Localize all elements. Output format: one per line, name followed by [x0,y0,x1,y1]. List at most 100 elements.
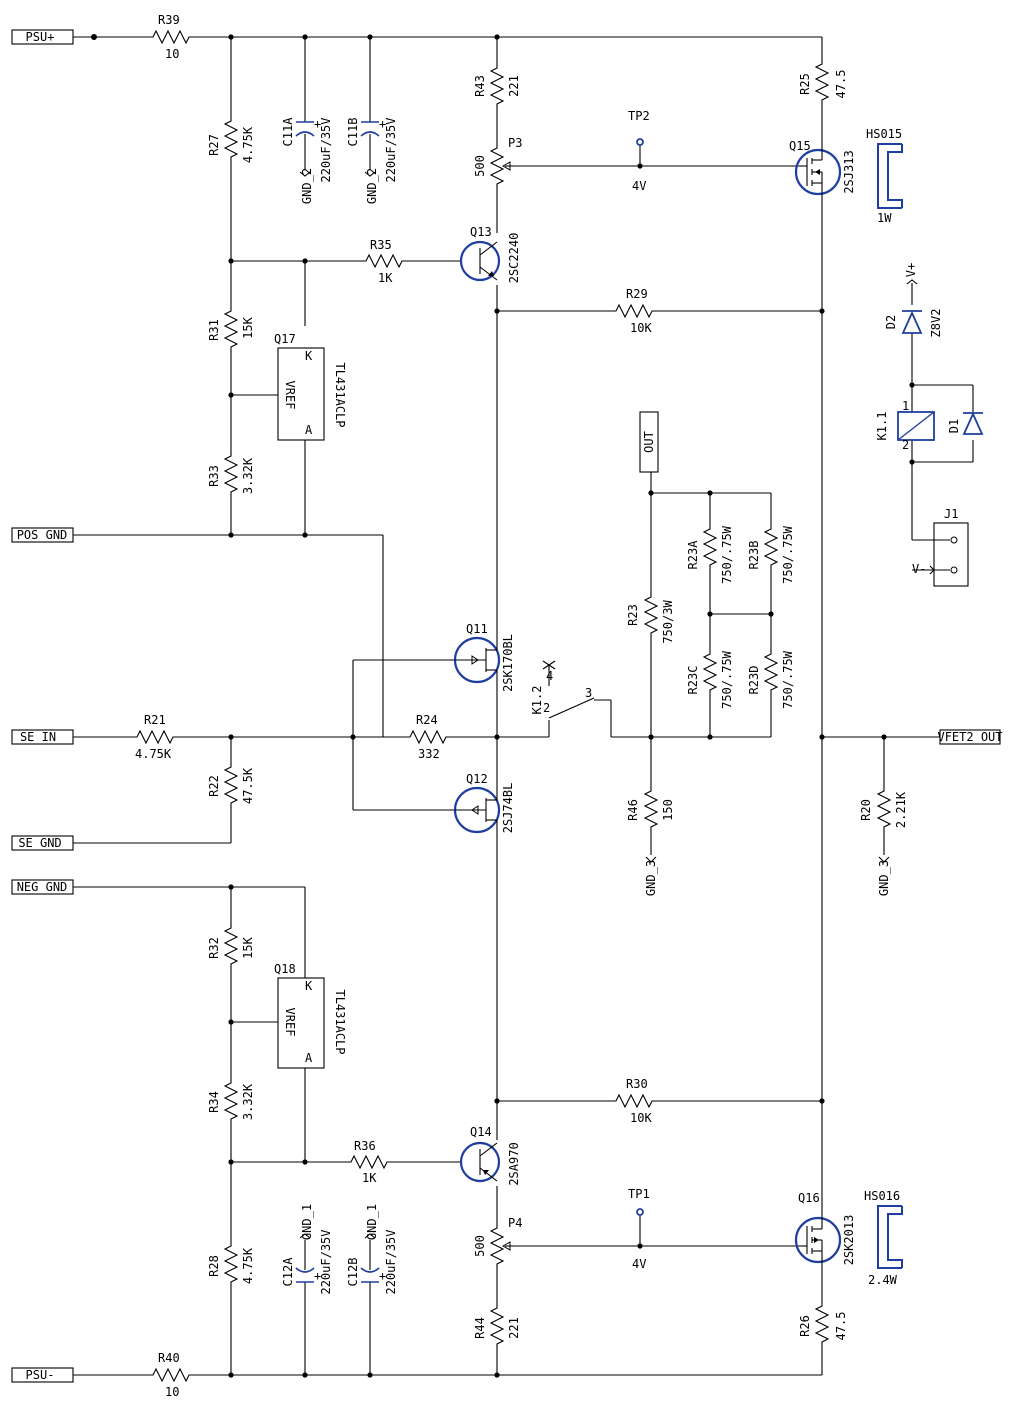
resistor-ref: R28 [207,1255,221,1277]
resistor-ref: R39 [158,13,180,27]
junction-dots [91,34,915,1378]
resistor-value: 1K [362,1171,377,1185]
gnd-label: GND_1 [365,1204,379,1240]
vplus-net: V+ [904,263,918,277]
transistor-q16: Q16 2SK2013 [794,1191,856,1266]
transistor-part: 2SC2240 [507,233,521,284]
testpoint-tp1: TP1 4V [628,1187,650,1271]
resistor-r29: R29 10K [609,287,659,335]
resistor-ref: R29 [626,287,648,301]
pot-ref: P4 [508,1216,522,1230]
testpoint-ref: TP1 [628,1187,650,1201]
resistor-value: 750/.75W [720,525,734,584]
transistor-part: 2SJ313 [842,150,856,193]
resistor-r23c: R23C 750/.75W [686,647,734,709]
resistor-value: 15K [241,936,255,958]
heatsink-ref: HS015 [866,127,902,141]
resistor-r43: R43 221 [473,61,521,111]
relay-pin: 3 [585,686,592,700]
resistor-r27: R27 4.75K [207,114,255,164]
pot-p3: P3 500 [473,136,522,191]
heatsink-rating: 1W [877,211,892,225]
gnd-label: GND_3 [877,860,891,896]
port-vfet2-out: VFET2 OUT [937,729,1003,745]
resistor-ref: R36 [354,1139,376,1153]
resistor-value: 750/.75W [720,650,734,709]
polarity-mark: + [379,1269,386,1283]
capacitor-value: 220uF/35V [384,117,398,182]
transistor-ref: Q11 [466,622,488,636]
pin-k: K [305,349,313,363]
transistor-q13: Q13 2SC2240 [459,225,521,284]
port-out: OUT [639,411,659,473]
resistor-value: 332 [418,747,440,761]
pin-k: K [305,979,313,993]
relay-contact-k12: 2 3 4 K1.2 [530,660,611,719]
resistor-value: 4.75K [241,126,255,163]
resistor-value: 221 [507,1317,521,1339]
coil-ref: K1.1 [875,412,889,441]
resistor-ref: R30 [626,1077,648,1091]
resistor-r32: R32 15K [207,921,255,971]
resistor-r23d: R23D 750/.75W [747,647,795,709]
capacitor-c12b: + C12B 220uF/35V GND_1 [346,1204,398,1295]
port-pos-gnd: POS GND [11,527,74,543]
resistor-value: 47.5 [834,1312,848,1341]
polarity-mark: + [314,117,321,131]
transistor-ref: Q14 [470,1125,492,1139]
port-label: PSU+ [26,30,55,44]
heatsink-ref: HS016 [864,1189,900,1203]
connector-j1: J1 V- [912,507,969,587]
transistor-part: 2SJ74BL [501,783,515,834]
transistor-ref: Q12 [466,772,488,786]
resistor-ref: R43 [473,75,487,97]
resistor-value: 15K [241,316,255,338]
resistor-ref: R24 [416,713,438,727]
polarity-mark: + [314,1269,321,1283]
resistor-r31: R31 15K [207,304,255,354]
port-label: OUT [642,431,656,453]
transistor-q15: Q15 2SJ313 [789,139,856,196]
resistor-r30: R30 10K [609,1077,659,1125]
resistor-value: 2.21K [894,791,908,828]
resistor-value: 1K [378,271,393,285]
resistor-ref: R23A [686,540,700,570]
pin-a: A [305,1051,313,1065]
regulator-part: TL431ACLP [333,989,347,1054]
relay-coil-k11: 1 2 K1.1 [875,399,935,452]
transistor-ref: Q13 [470,225,492,239]
port-label: SE IN [20,730,56,744]
resistor-value: 10 [165,1385,179,1399]
transistor-part: 2SK170BL [501,634,515,692]
capacitor-value: 220uF/35V [319,1229,333,1294]
capacitor-value: 220uF/35V [319,117,333,182]
resistor-ref: R23B [747,541,761,570]
resistor-ref: R23D [747,666,761,695]
resistor-r33: R33 3.32K [207,449,255,499]
resistor-r21: R21 4.75K [130,713,180,761]
ground-gnd3-r20: GND_3 [877,856,891,896]
connector-ref: J1 [944,507,958,521]
pot-value: 500 [473,1235,487,1257]
relay-pin: 2 [543,701,550,715]
diode-ref: D1 [947,419,961,433]
gnd-label: GND_3 [644,860,658,896]
resistor-ref: R27 [207,134,221,156]
port-label: PSU- [26,1368,55,1382]
resistor-r46: R46 150 [626,784,675,834]
resistor-value: 10K [630,321,652,335]
coil-pin: 2 [902,438,909,452]
transistor-part: 2SK2013 [842,1215,856,1266]
gnd-label: GND_1 [300,1204,314,1240]
resistor-r35: R35 1K [359,238,409,285]
capacitor-value: 220uF/35V [384,1229,398,1294]
wires [73,36,974,1376]
resistor-r34: R34 3.32K [207,1076,255,1126]
resistor-r28: R28 4.75K [207,1239,255,1289]
resistor-value: 47.5 [834,70,848,99]
regulator-part: TL431ACLP [333,362,347,427]
capacitor-c11b: + C11B 220uF/35V GND_2 [346,117,398,204]
port-label: POS GND [17,528,68,542]
testpoint-voltage: 4V [632,1257,646,1271]
polarity-mark: + [379,117,386,131]
